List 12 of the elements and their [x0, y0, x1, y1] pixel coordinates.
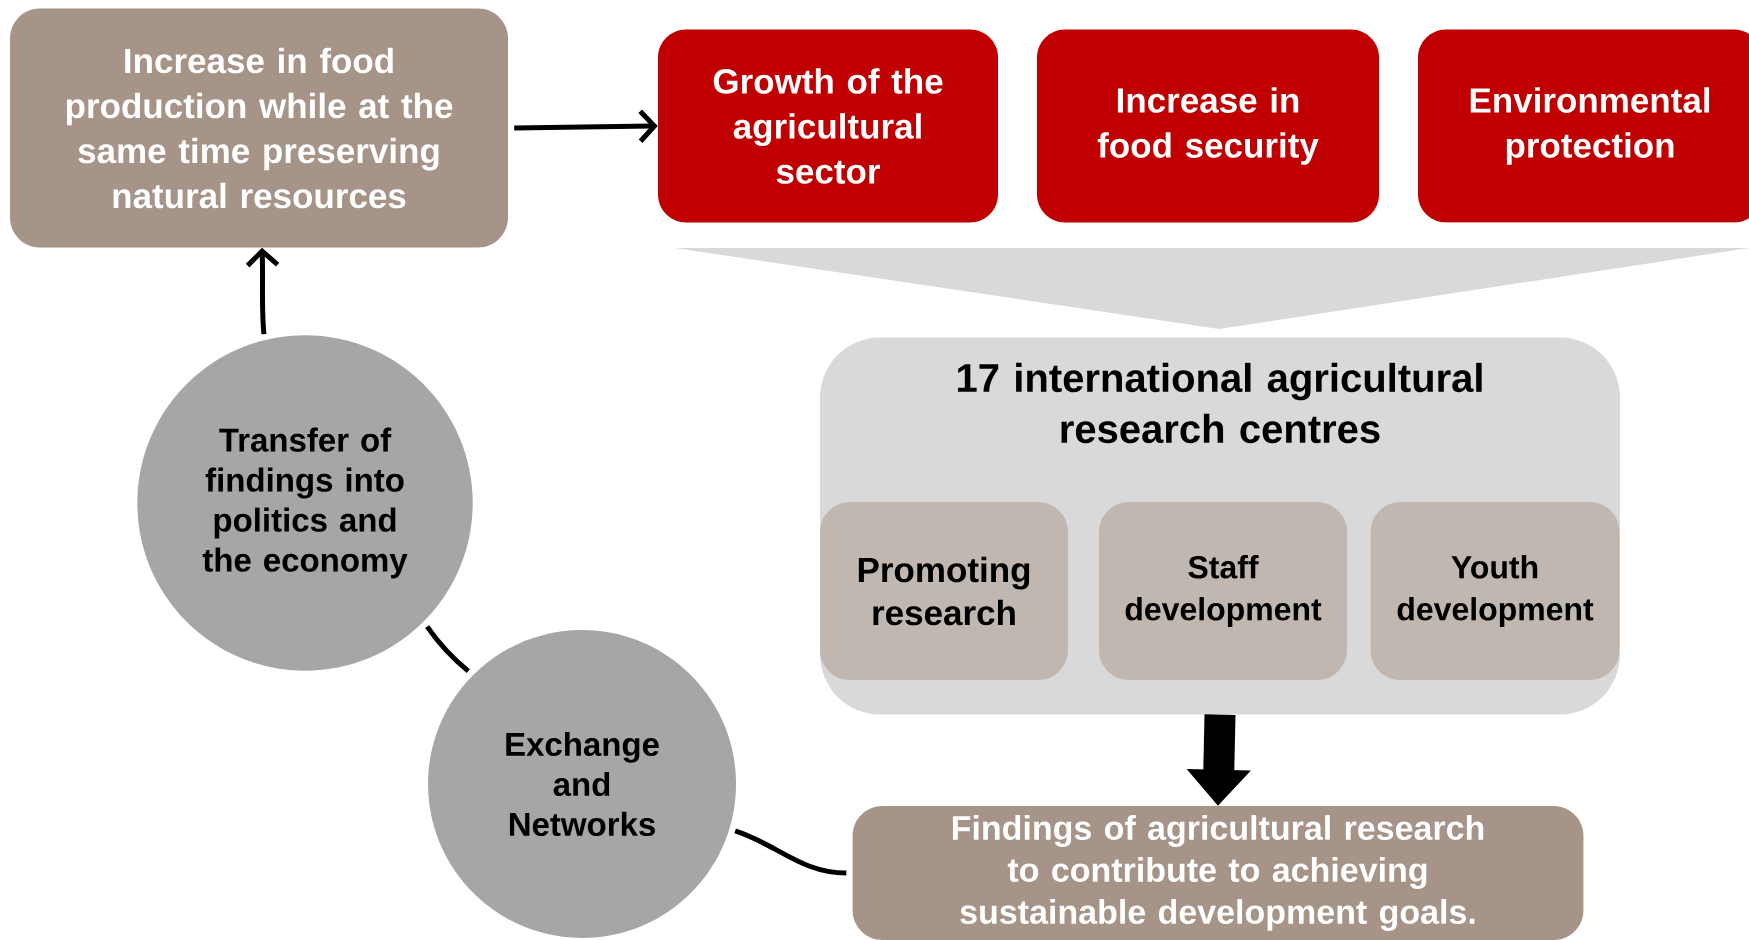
- goal-box: Environmental protection: [1418, 29, 1749, 223]
- process-box: Increase in food production while at the same time preserving natural resources: [10, 8, 508, 248]
- goal-box: Growth of the agricultural sector: [658, 29, 998, 223]
- activity-box: Staff development: [1099, 502, 1347, 680]
- connector-line: [734, 828, 847, 876]
- activity-box: Promoting research: [820, 502, 1068, 680]
- activity-box: Youth development: [1370, 502, 1620, 680]
- arrow: [245, 247, 280, 335]
- process-box: Findings of agricultural research to contribute to achieving sustainable development goals.: [852, 806, 1584, 940]
- connector-line: [425, 625, 470, 674]
- arrow: [514, 109, 658, 143]
- goal-box: Increase in food security: [1037, 29, 1379, 223]
